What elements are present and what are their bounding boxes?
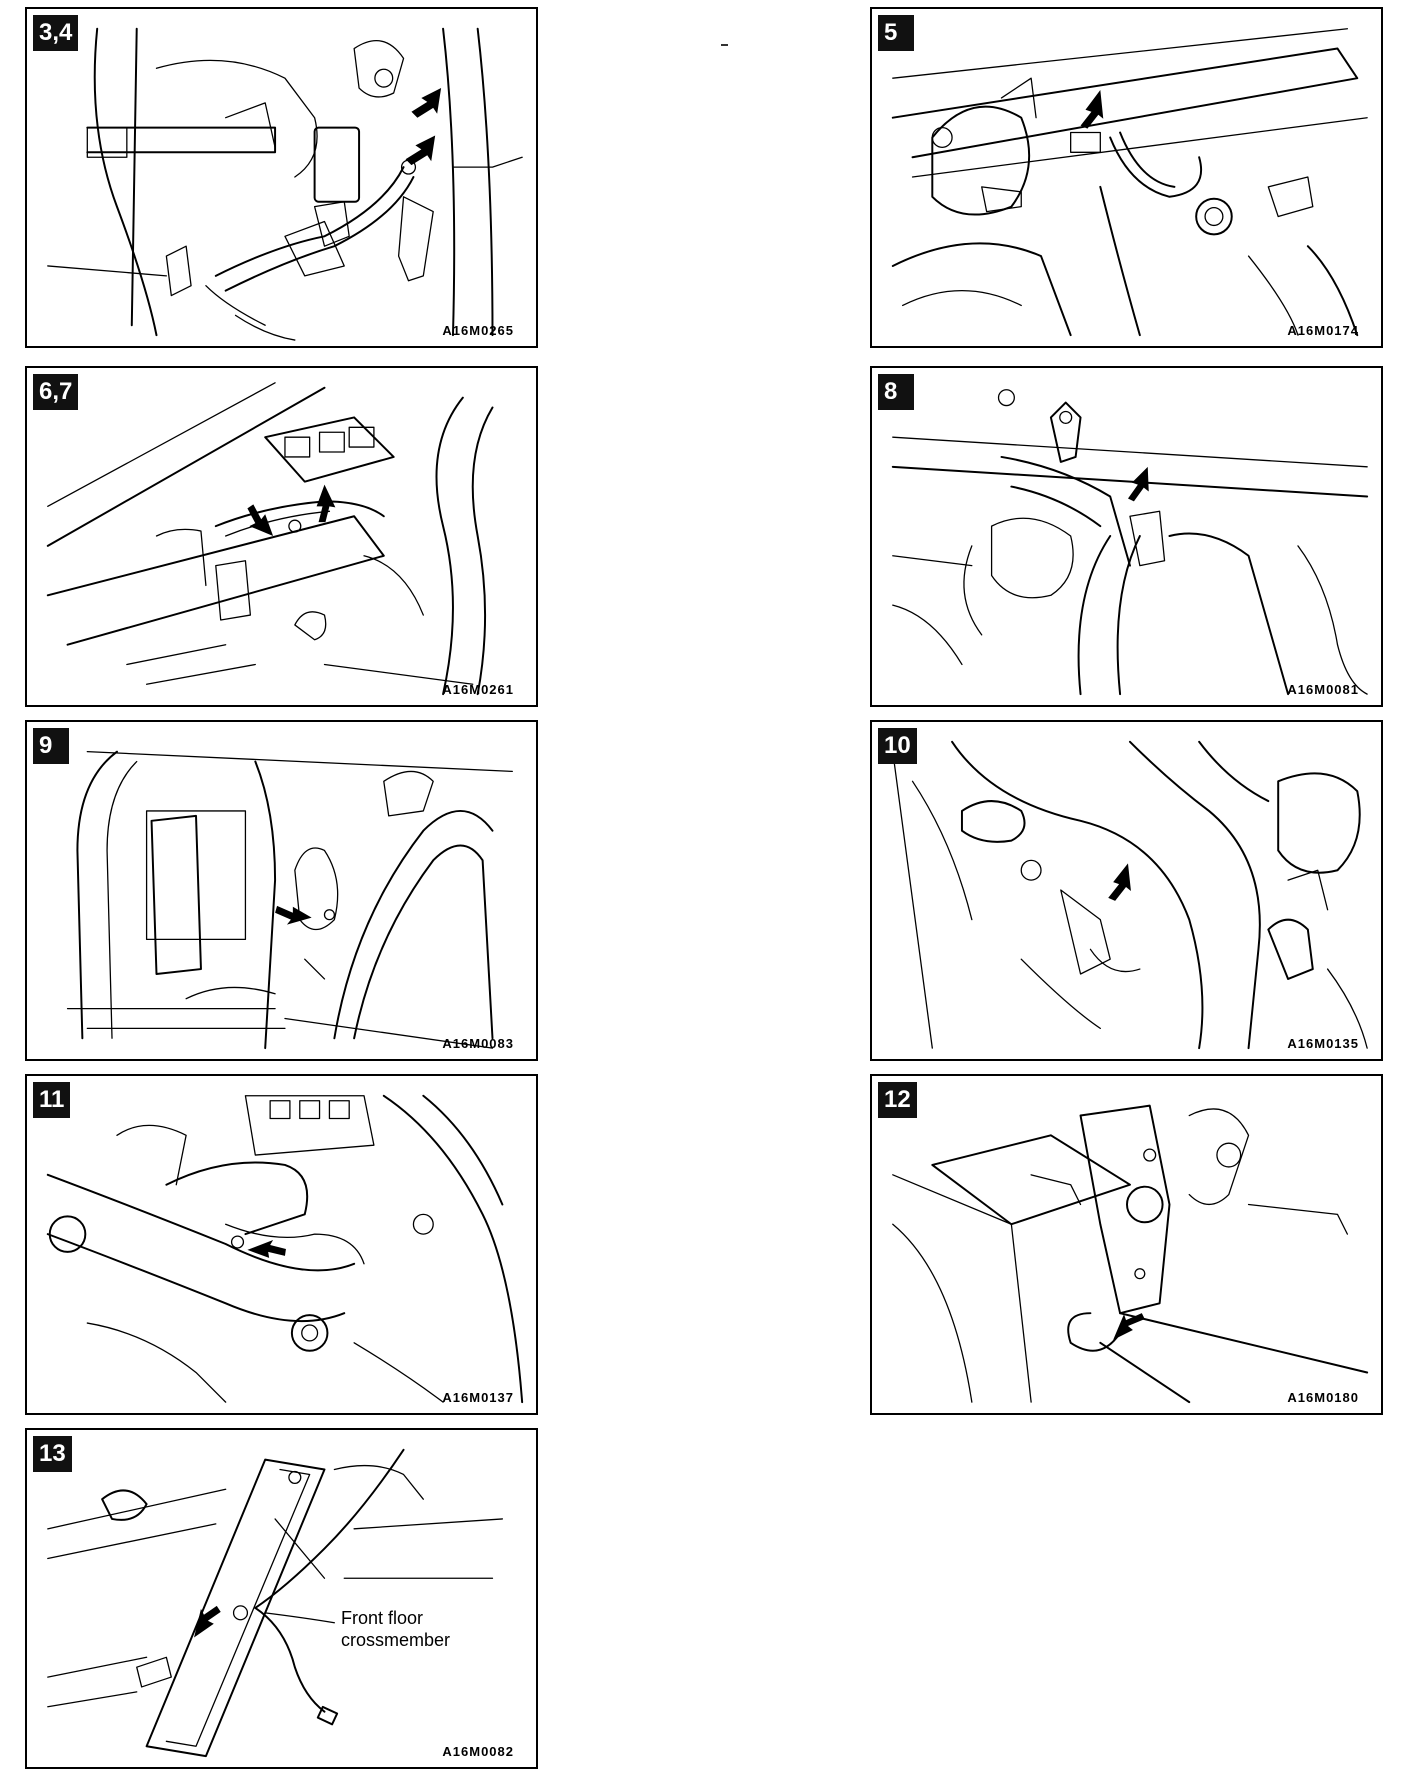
diagram-panel-8: 8 A16M0081 bbox=[870, 366, 1383, 707]
figure-code: A16M0265 bbox=[442, 323, 514, 338]
diagram-panel-12: 12 A16M0180 bbox=[870, 1074, 1383, 1415]
step-badge: 13 bbox=[33, 1436, 72, 1472]
figure-code: A16M0180 bbox=[1287, 1390, 1359, 1405]
step-badge: 5 bbox=[878, 15, 914, 51]
callout-front-floor-crossmember: Front floor crossmember bbox=[341, 1607, 451, 1651]
illustration bbox=[46, 1094, 524, 1404]
figure-code: A16M0083 bbox=[442, 1036, 514, 1051]
illustration bbox=[892, 1104, 1369, 1404]
illustration bbox=[46, 382, 494, 696]
figure-code: A16M0261 bbox=[442, 682, 514, 697]
diagram-panel-5: 5 A16M0174 bbox=[870, 7, 1383, 348]
illustration bbox=[47, 27, 523, 341]
diagram-panel-3-4: 3,4 A16M0265 bbox=[25, 7, 538, 348]
illustration bbox=[891, 389, 1369, 696]
figure-code: A16M0082 bbox=[442, 1744, 514, 1759]
callout-line-2: crossmember bbox=[341, 1630, 451, 1650]
diagram-panel-13: 13 Front floor crossmember A16M0082 bbox=[25, 1428, 538, 1769]
illustration bbox=[66, 750, 513, 1050]
step-badge: 11 bbox=[33, 1082, 71, 1118]
figure-code: A16M0135 bbox=[1287, 1036, 1359, 1051]
diagram-panel-6-7: 6,7 A16M0261 bbox=[25, 366, 538, 707]
diagram-panel-10: 10 A16M0135 bbox=[870, 720, 1383, 1061]
diagram-panel-9: 9 A16M0083 bbox=[25, 720, 538, 1061]
illustration bbox=[891, 28, 1368, 337]
figure-code: A16M0137 bbox=[442, 1390, 514, 1405]
step-badge: 6,7 bbox=[33, 374, 79, 410]
step-badge: 3,4 bbox=[33, 15, 79, 51]
illustration bbox=[47, 1448, 504, 1758]
step-badge: 8 bbox=[878, 374, 914, 410]
step-badge: 9 bbox=[33, 728, 69, 764]
callout-line-1: Front floor bbox=[341, 1608, 424, 1628]
figure-code: A16M0081 bbox=[1287, 682, 1359, 697]
step-badge: 12 bbox=[878, 1082, 917, 1118]
stray-mark bbox=[721, 44, 728, 46]
step-badge: 10 bbox=[878, 728, 917, 764]
diagram-panel-11: 11 A16M0137 bbox=[25, 1074, 538, 1415]
figure-code: A16M0174 bbox=[1287, 323, 1359, 338]
illustration bbox=[892, 740, 1368, 1050]
